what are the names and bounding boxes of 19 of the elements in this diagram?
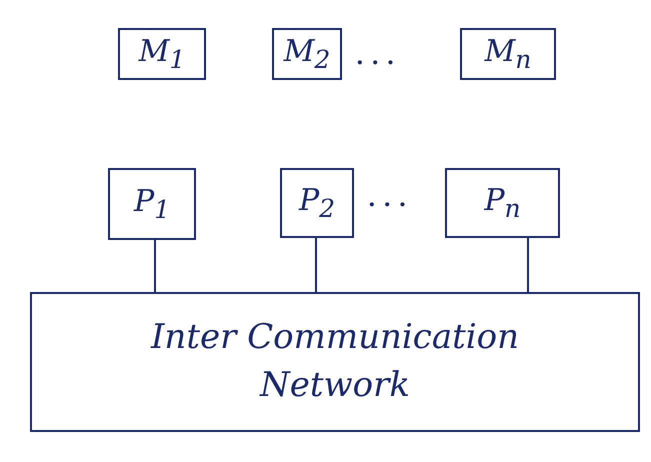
node-label: P$_{2}$ bbox=[298, 182, 336, 225]
node-label: P$_{n}$ bbox=[484, 182, 521, 225]
network-box bbox=[30, 292, 640, 432]
component-box bbox=[280, 168, 354, 238]
component-box bbox=[272, 28, 342, 80]
component-box bbox=[108, 168, 196, 240]
ellipsis: · · · bbox=[368, 192, 406, 218]
node-label: Inter Communication Network bbox=[150, 316, 520, 407]
node-label: M$_{n}$ bbox=[484, 33, 532, 76]
ellipsis: · · · bbox=[356, 50, 394, 76]
component-box bbox=[118, 28, 206, 80]
component-box bbox=[460, 28, 556, 80]
connector-line bbox=[315, 238, 317, 292]
node-label: M$_{1}$ bbox=[138, 33, 186, 76]
node-label: P$_{1}$ bbox=[134, 183, 170, 226]
component-box bbox=[445, 168, 560, 238]
connector-line bbox=[154, 240, 156, 292]
node-label: M$_{2}$ bbox=[284, 33, 330, 76]
connector-line bbox=[527, 238, 529, 292]
